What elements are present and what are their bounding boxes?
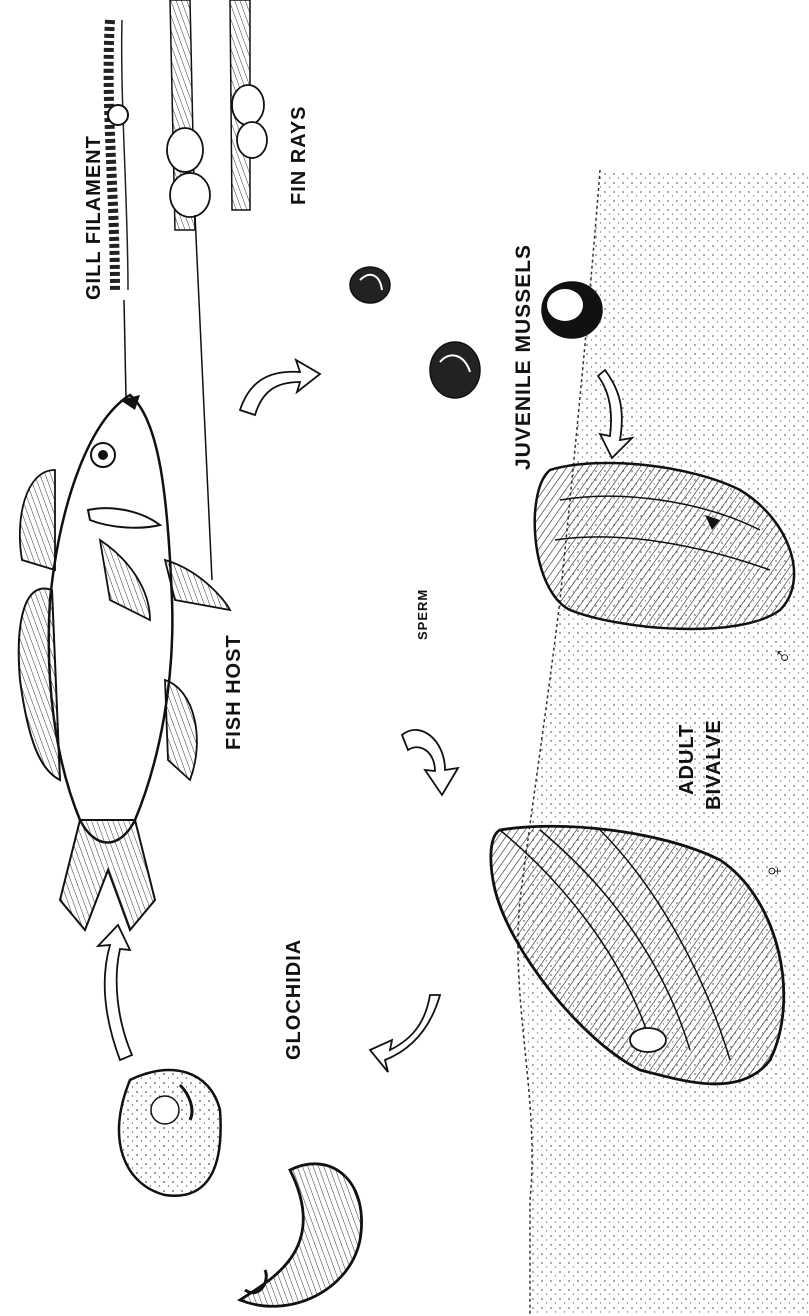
arrow-sperm-to-female [402,730,458,795]
label-fish-host: FISH HOST [223,634,245,750]
label-sperm: SPERM [415,589,430,640]
fin-rays-illustration [167,0,267,580]
female-symbol: ♀ [761,861,788,880]
sediment-bed [518,170,809,1316]
gill-filament-illustration [108,20,128,398]
glochidia-illustration [119,1070,362,1306]
arrow-fish-to-juveniles [240,360,320,415]
label-adult-line2: BIVALVE [703,719,725,810]
label-fin-rays: FIN RAYS [288,105,310,205]
label-gill-filament: GILL FILAMENT [83,135,105,300]
arrow-female-to-glochidia [370,995,440,1072]
male-symbol: ♂ [769,646,796,665]
label-juvenile-mussels: JUVENILE MUSSELS [512,244,535,470]
label-glochidia: GLOCHIDIA [283,939,305,1060]
label-adult-line1: ADULT [676,724,698,795]
arrow-glochidia-to-fish [98,925,132,1060]
juvenile-mussels-illustration [350,267,602,398]
fish-host-illustration [19,395,230,930]
